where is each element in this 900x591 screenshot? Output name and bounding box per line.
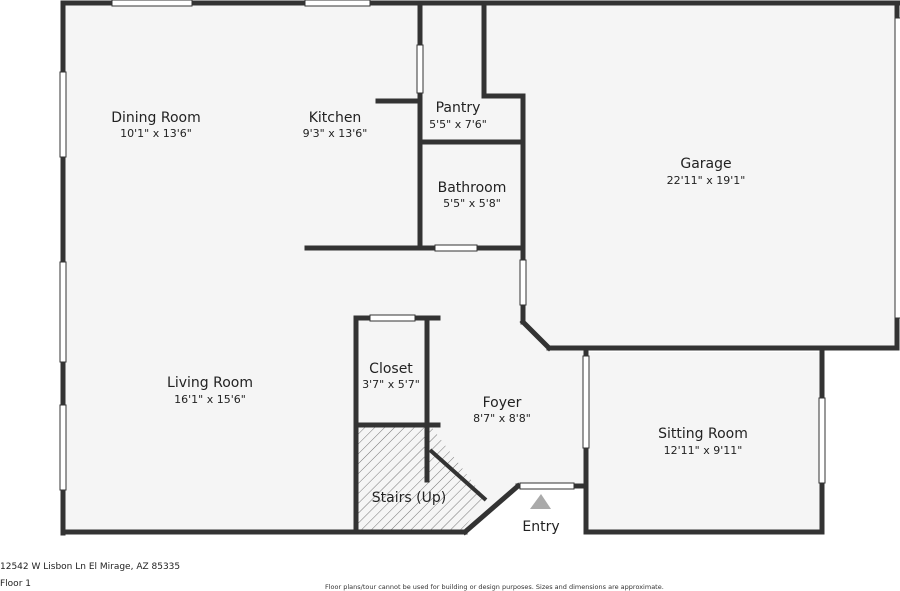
address-text: 12542 W Lisbon Ln El Mirage, AZ 85335	[0, 562, 181, 572]
pantry-label: Pantry	[436, 100, 481, 116]
closet-dims: 3'7" x 5'7"	[362, 378, 420, 391]
foyer-label: Foyer	[483, 395, 522, 411]
dining-room-label: Dining Room	[111, 110, 201, 126]
sitting-room-dims: 12'11" x 9'11"	[664, 444, 743, 457]
bathroom-dims: 5'5" x 5'8"	[443, 197, 501, 210]
disclaimer-text: Floor plans/tour cannot be used for buil…	[325, 583, 664, 591]
stairs-label: Stairs (Up)	[372, 490, 446, 506]
kitchen-dims: 9'3" x 13'6"	[303, 127, 368, 140]
garage-dims: 22'11" x 19'1"	[667, 174, 746, 187]
entry-label: Entry	[522, 519, 559, 535]
bathroom-label: Bathroom	[438, 180, 507, 196]
living-room-label: Living Room	[167, 375, 253, 391]
sitting-room-label: Sitting Room	[658, 426, 748, 442]
entry-arrow-icon	[530, 494, 551, 509]
pantry-dims: 5'5" x 7'6"	[429, 118, 487, 131]
closet-label: Closet	[369, 361, 413, 377]
foyer-dims: 8'7" x 8'8"	[473, 412, 531, 425]
stairs-edge	[428, 448, 488, 502]
stairs-hatch	[358, 425, 486, 530]
garage-label: Garage	[680, 156, 731, 172]
dining-room-dims: 10'1" x 13'6"	[120, 127, 192, 140]
windows	[59, 0, 900, 491]
floor-label: Floor 1	[0, 579, 31, 589]
living-room-dims: 16'1" x 15'6"	[174, 393, 246, 406]
kitchen-label: Kitchen	[309, 110, 362, 126]
floor-fills	[62, 3, 898, 533]
